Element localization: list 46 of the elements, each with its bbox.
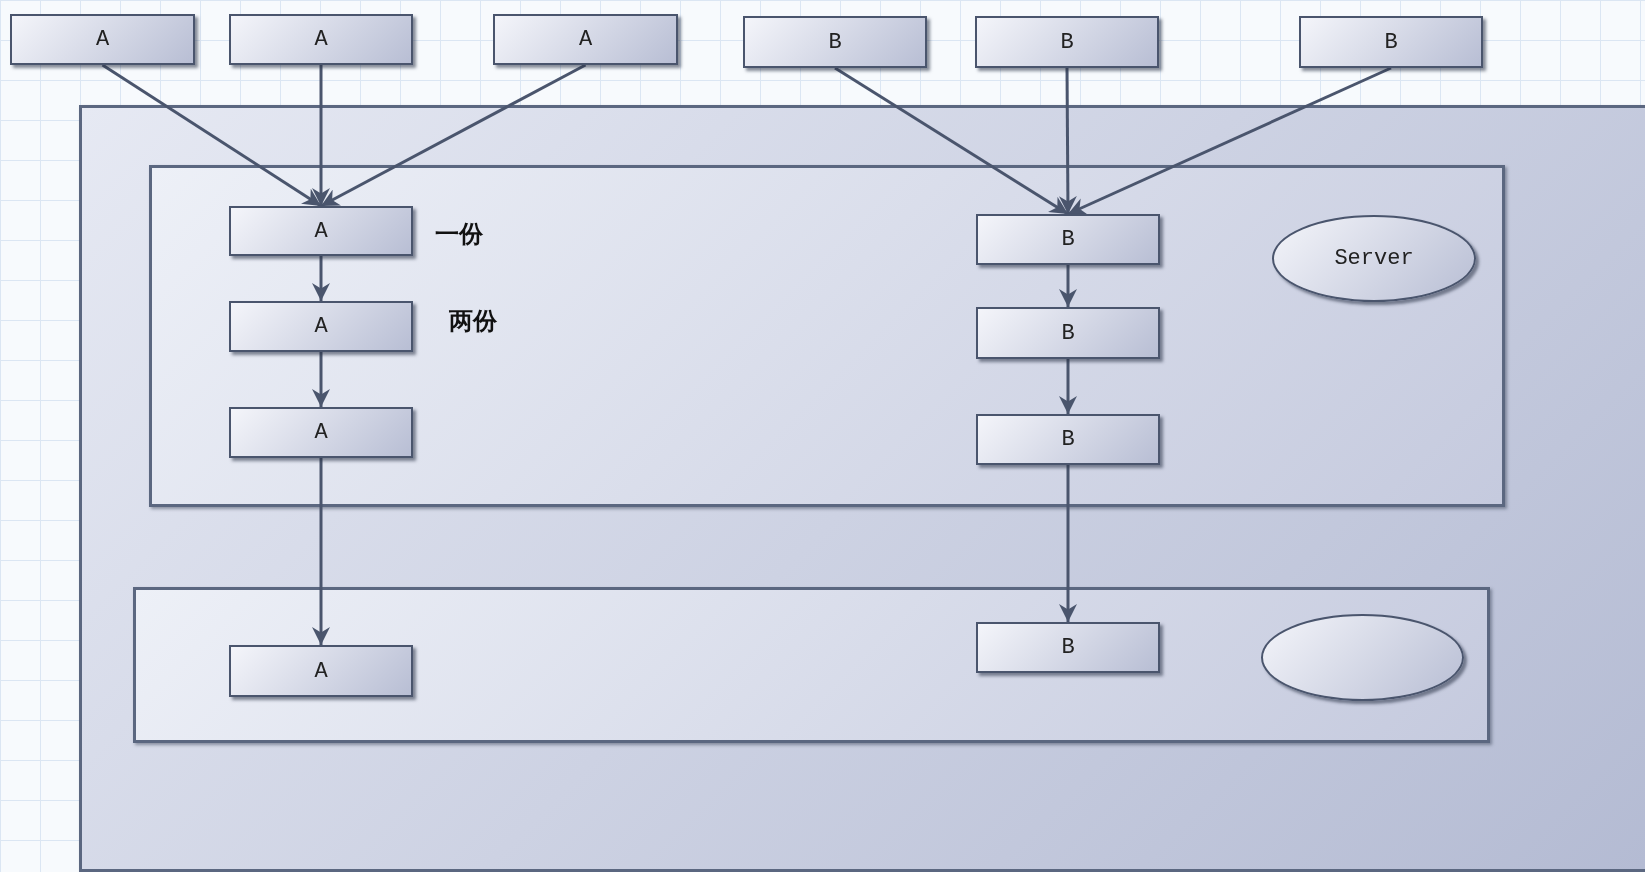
process-box	[229, 301, 413, 352]
node-label: Server	[1334, 246, 1414, 271]
arrow	[312, 458, 330, 645]
process-box	[229, 407, 413, 458]
node-label: A	[578, 27, 593, 52]
panel-box	[133, 587, 1490, 743]
process-box	[743, 16, 927, 68]
panel-box	[79, 105, 1645, 872]
node-label: A	[314, 314, 328, 339]
arrow	[1059, 465, 1077, 622]
process-box	[10, 14, 195, 65]
node-label: B	[1060, 29, 1074, 55]
node-label: B	[828, 29, 842, 55]
node-label: B	[1061, 635, 1075, 660]
arrow	[1059, 359, 1077, 414]
node-label: B	[1384, 29, 1398, 55]
process-box	[229, 206, 413, 256]
node-label: A	[314, 27, 328, 52]
process-box	[493, 14, 678, 65]
node-label: A	[314, 420, 328, 445]
process-box	[976, 622, 1160, 673]
node-label: A	[314, 658, 328, 684]
panel-box	[149, 165, 1505, 507]
process-box	[1299, 16, 1483, 68]
arrow	[1058, 68, 1077, 214]
process-box	[976, 214, 1160, 265]
arrow	[1059, 265, 1077, 307]
process-box	[975, 16, 1159, 68]
arrow	[312, 65, 330, 206]
process-box	[229, 645, 413, 697]
process-box	[976, 307, 1160, 359]
node-label: B	[1061, 227, 1075, 252]
arrow	[834, 66, 1069, 216]
process-box	[976, 414, 1160, 465]
arrow	[101, 63, 322, 208]
annotation-text: 一份	[435, 219, 483, 250]
annotation-text: 两份	[449, 306, 497, 337]
arrow	[312, 256, 330, 301]
node-label: A	[95, 27, 110, 52]
node-label: A	[314, 218, 328, 244]
arrow	[320, 63, 587, 208]
process-box	[229, 14, 413, 65]
arrow	[312, 352, 330, 407]
arrow	[1067, 66, 1392, 216]
node-label: B	[1061, 427, 1075, 452]
node-label: B	[1061, 320, 1075, 346]
